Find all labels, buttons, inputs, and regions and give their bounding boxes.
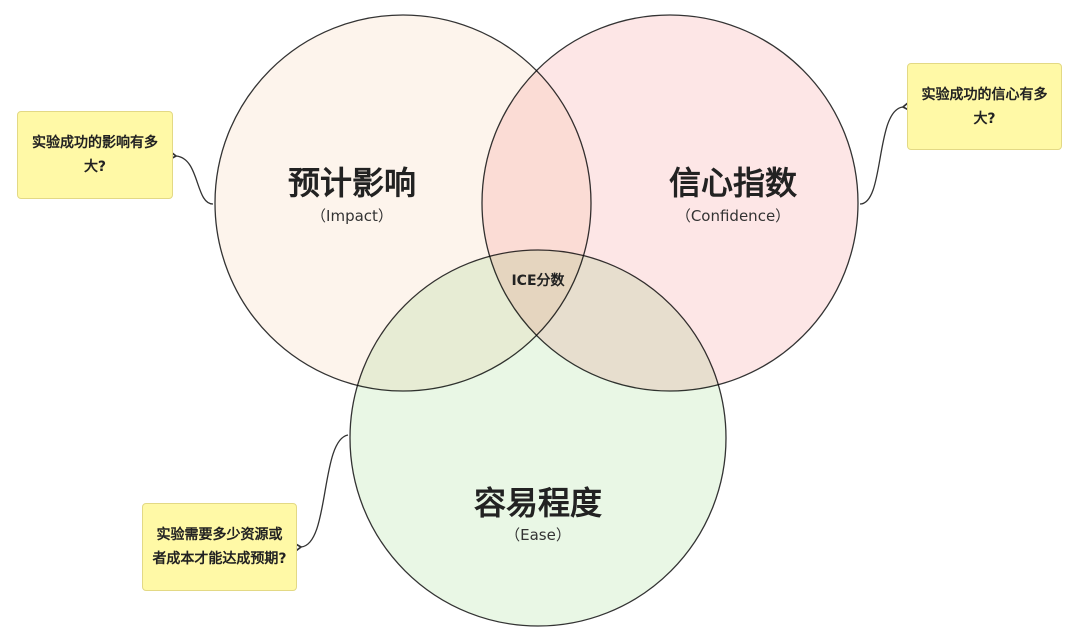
impact-note: 实验成功的影响有多大? bbox=[17, 111, 173, 199]
confidence-title: 信心指数 bbox=[668, 164, 798, 202]
confidence-subtitle: （Confidence） bbox=[675, 207, 791, 225]
impact-subtitle: （Impact） bbox=[311, 207, 393, 225]
ease-note: 实验需要多少资源或者成本才能达成预期? bbox=[142, 503, 297, 591]
ease-circle bbox=[349, 249, 727, 627]
ease-connector bbox=[292, 434, 349, 554]
ease-title: 容易程度 bbox=[473, 484, 603, 522]
impact-connector bbox=[167, 149, 214, 205]
confidence-connector bbox=[859, 100, 912, 205]
impact-title: 预计影响 bbox=[287, 164, 417, 202]
confidence-note: 实验成功的信心有多大? bbox=[907, 63, 1062, 150]
ease-subtitle: （Ease） bbox=[505, 526, 571, 544]
ice-score-label: ICE分数 bbox=[511, 273, 565, 289]
